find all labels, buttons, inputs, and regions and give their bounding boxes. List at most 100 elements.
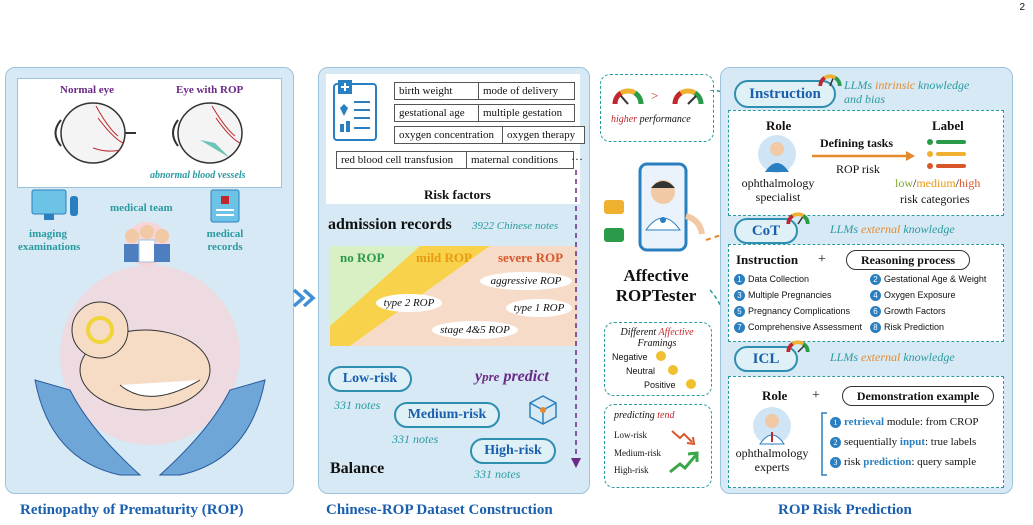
rop-eye-illustration bbox=[172, 102, 243, 164]
medium-risk-notes: 331 notes bbox=[392, 432, 439, 446]
ypre-y: y bbox=[475, 368, 483, 385]
step-num-7: 7 bbox=[734, 322, 745, 334]
ypre-label: ypre predict bbox=[475, 368, 549, 386]
abnormal-vessels-label: abnormal blood vessels bbox=[150, 170, 246, 181]
step-text-1: Data Collection bbox=[748, 274, 810, 284]
cot-plus: + bbox=[818, 252, 826, 267]
factor-oxygen-concentration: oxygen concentration bbox=[394, 126, 504, 144]
experts-avatar-icon bbox=[753, 407, 791, 445]
specialist-line2: specialist bbox=[755, 190, 801, 204]
ypre-predict: predict bbox=[503, 368, 549, 385]
affective-title: Affective ROPTester bbox=[600, 266, 712, 306]
demo-num-1: 1 bbox=[830, 416, 841, 428]
demo-hl-3: prediction bbox=[863, 456, 912, 468]
framings-title: Different Affective Framings bbox=[606, 327, 708, 349]
step-num-4: 4 bbox=[870, 290, 881, 302]
severe-rop-label: severe ROP bbox=[498, 250, 564, 265]
predicting-word: predicting bbox=[614, 410, 655, 421]
step-num-8: 8 bbox=[870, 322, 881, 334]
positive-label: Positive bbox=[644, 380, 676, 390]
icl-llms: LLMs bbox=[830, 350, 859, 364]
cot-external: external bbox=[861, 222, 901, 236]
demo-pre-2: sequentially bbox=[844, 436, 900, 448]
icl-external: external bbox=[861, 350, 901, 364]
role-label: Role bbox=[766, 118, 792, 133]
cot-gauge-icon bbox=[786, 212, 810, 225]
predicting-title: predicting tend bbox=[614, 410, 674, 421]
demo-num-2: 2 bbox=[830, 436, 841, 448]
risk-factors-title: Risk factors bbox=[424, 187, 491, 202]
factor-rbc-transfusion: red blood cell transfusion bbox=[336, 151, 468, 169]
step-num-2: 2 bbox=[870, 274, 881, 286]
predict-medium-label: Medium-risk bbox=[614, 448, 661, 458]
demo-rest-3: : query sample bbox=[911, 456, 977, 468]
performance-word: performance bbox=[639, 114, 691, 125]
level-high: high bbox=[959, 176, 981, 190]
cot-desc: LLMs external knowledge bbox=[830, 222, 955, 237]
step-text-7: Comprehensive Assessment bbox=[748, 322, 863, 332]
risk-levels: low/medium/high bbox=[895, 176, 981, 190]
predicting-box bbox=[604, 404, 712, 488]
demonstration-example-label: Demonstration example bbox=[842, 386, 994, 406]
type1-rop-tag: type 1 ROP bbox=[506, 299, 572, 317]
demo-num-3: 3 bbox=[830, 456, 841, 468]
instruction-pill: Instruction bbox=[734, 80, 836, 108]
ophthalmology-specialist: ophthalmology specialist bbox=[738, 176, 818, 204]
low-risk-pill: Low-risk bbox=[328, 366, 412, 392]
rop-severity-diagram bbox=[330, 246, 578, 346]
rop-risk-label: ROP risk bbox=[836, 162, 880, 176]
icl-gauge-icon bbox=[786, 340, 810, 353]
label-list-icon bbox=[927, 139, 966, 169]
instruction-gauge-icon bbox=[818, 74, 842, 87]
factor-maternal-conditions: maternal conditions bbox=[466, 151, 574, 169]
factor-oxygen-therapy: oxygen therapy bbox=[502, 126, 585, 144]
step-num-6: 6 bbox=[870, 306, 881, 318]
stage45-rop-tag: stage 4&5 ROP bbox=[432, 321, 518, 339]
mild-rop-label: mild ROP bbox=[416, 250, 472, 265]
balance-label: Balance bbox=[330, 460, 385, 477]
cube-icon bbox=[529, 395, 557, 425]
rop-eye-label: Eye with ROP bbox=[176, 84, 244, 96]
step-text-6: Growth Factors bbox=[884, 306, 946, 316]
instr-intrinsic: intrinsic bbox=[875, 78, 916, 92]
step-text-8: Risk Prediction bbox=[884, 322, 945, 332]
demo-hl-2: input bbox=[899, 436, 925, 448]
demo-pre-3: risk bbox=[844, 456, 864, 468]
demo-hl-1: retrieval bbox=[844, 416, 885, 428]
admission-records-title: admission records bbox=[328, 216, 452, 233]
normal-eye-label: Normal eye bbox=[60, 84, 115, 96]
trend-down-icon bbox=[671, 430, 696, 446]
higher-performance-label: higher performance bbox=[611, 114, 691, 125]
specialist-line1: ophthalmology bbox=[741, 176, 815, 190]
panel2-caption: Chinese-ROP Dataset Construction bbox=[326, 502, 553, 518]
factor-birth-weight: birth weight bbox=[394, 82, 479, 100]
tend-word: tend bbox=[657, 410, 675, 421]
cot-llms: LLMs bbox=[830, 222, 859, 236]
medium-risk-pill: Medium-risk bbox=[394, 402, 500, 428]
greater-than-sign: > bbox=[651, 88, 659, 103]
cot-knowledge: knowledge bbox=[903, 222, 955, 236]
aggressive-rop-tag: aggressive ROP bbox=[480, 272, 572, 290]
icl-desc: LLMs external knowledge bbox=[830, 350, 955, 365]
gauge-high-icon bbox=[672, 88, 704, 105]
higher-word: higher bbox=[611, 114, 638, 125]
neutral-label: Neutral bbox=[626, 366, 656, 376]
level-low: low bbox=[895, 176, 913, 190]
baby-hands-illustration bbox=[34, 265, 266, 476]
negative-label: Negative bbox=[612, 352, 648, 362]
step-text-2: Gestational Age & Weight bbox=[884, 274, 987, 284]
medical-records-icon bbox=[210, 189, 240, 223]
icl-plus: + bbox=[812, 388, 820, 403]
experts-line2: experts bbox=[754, 460, 790, 474]
type2-rop-tag: type 2 ROP bbox=[376, 294, 442, 312]
framing-framings: Framings bbox=[637, 338, 677, 349]
